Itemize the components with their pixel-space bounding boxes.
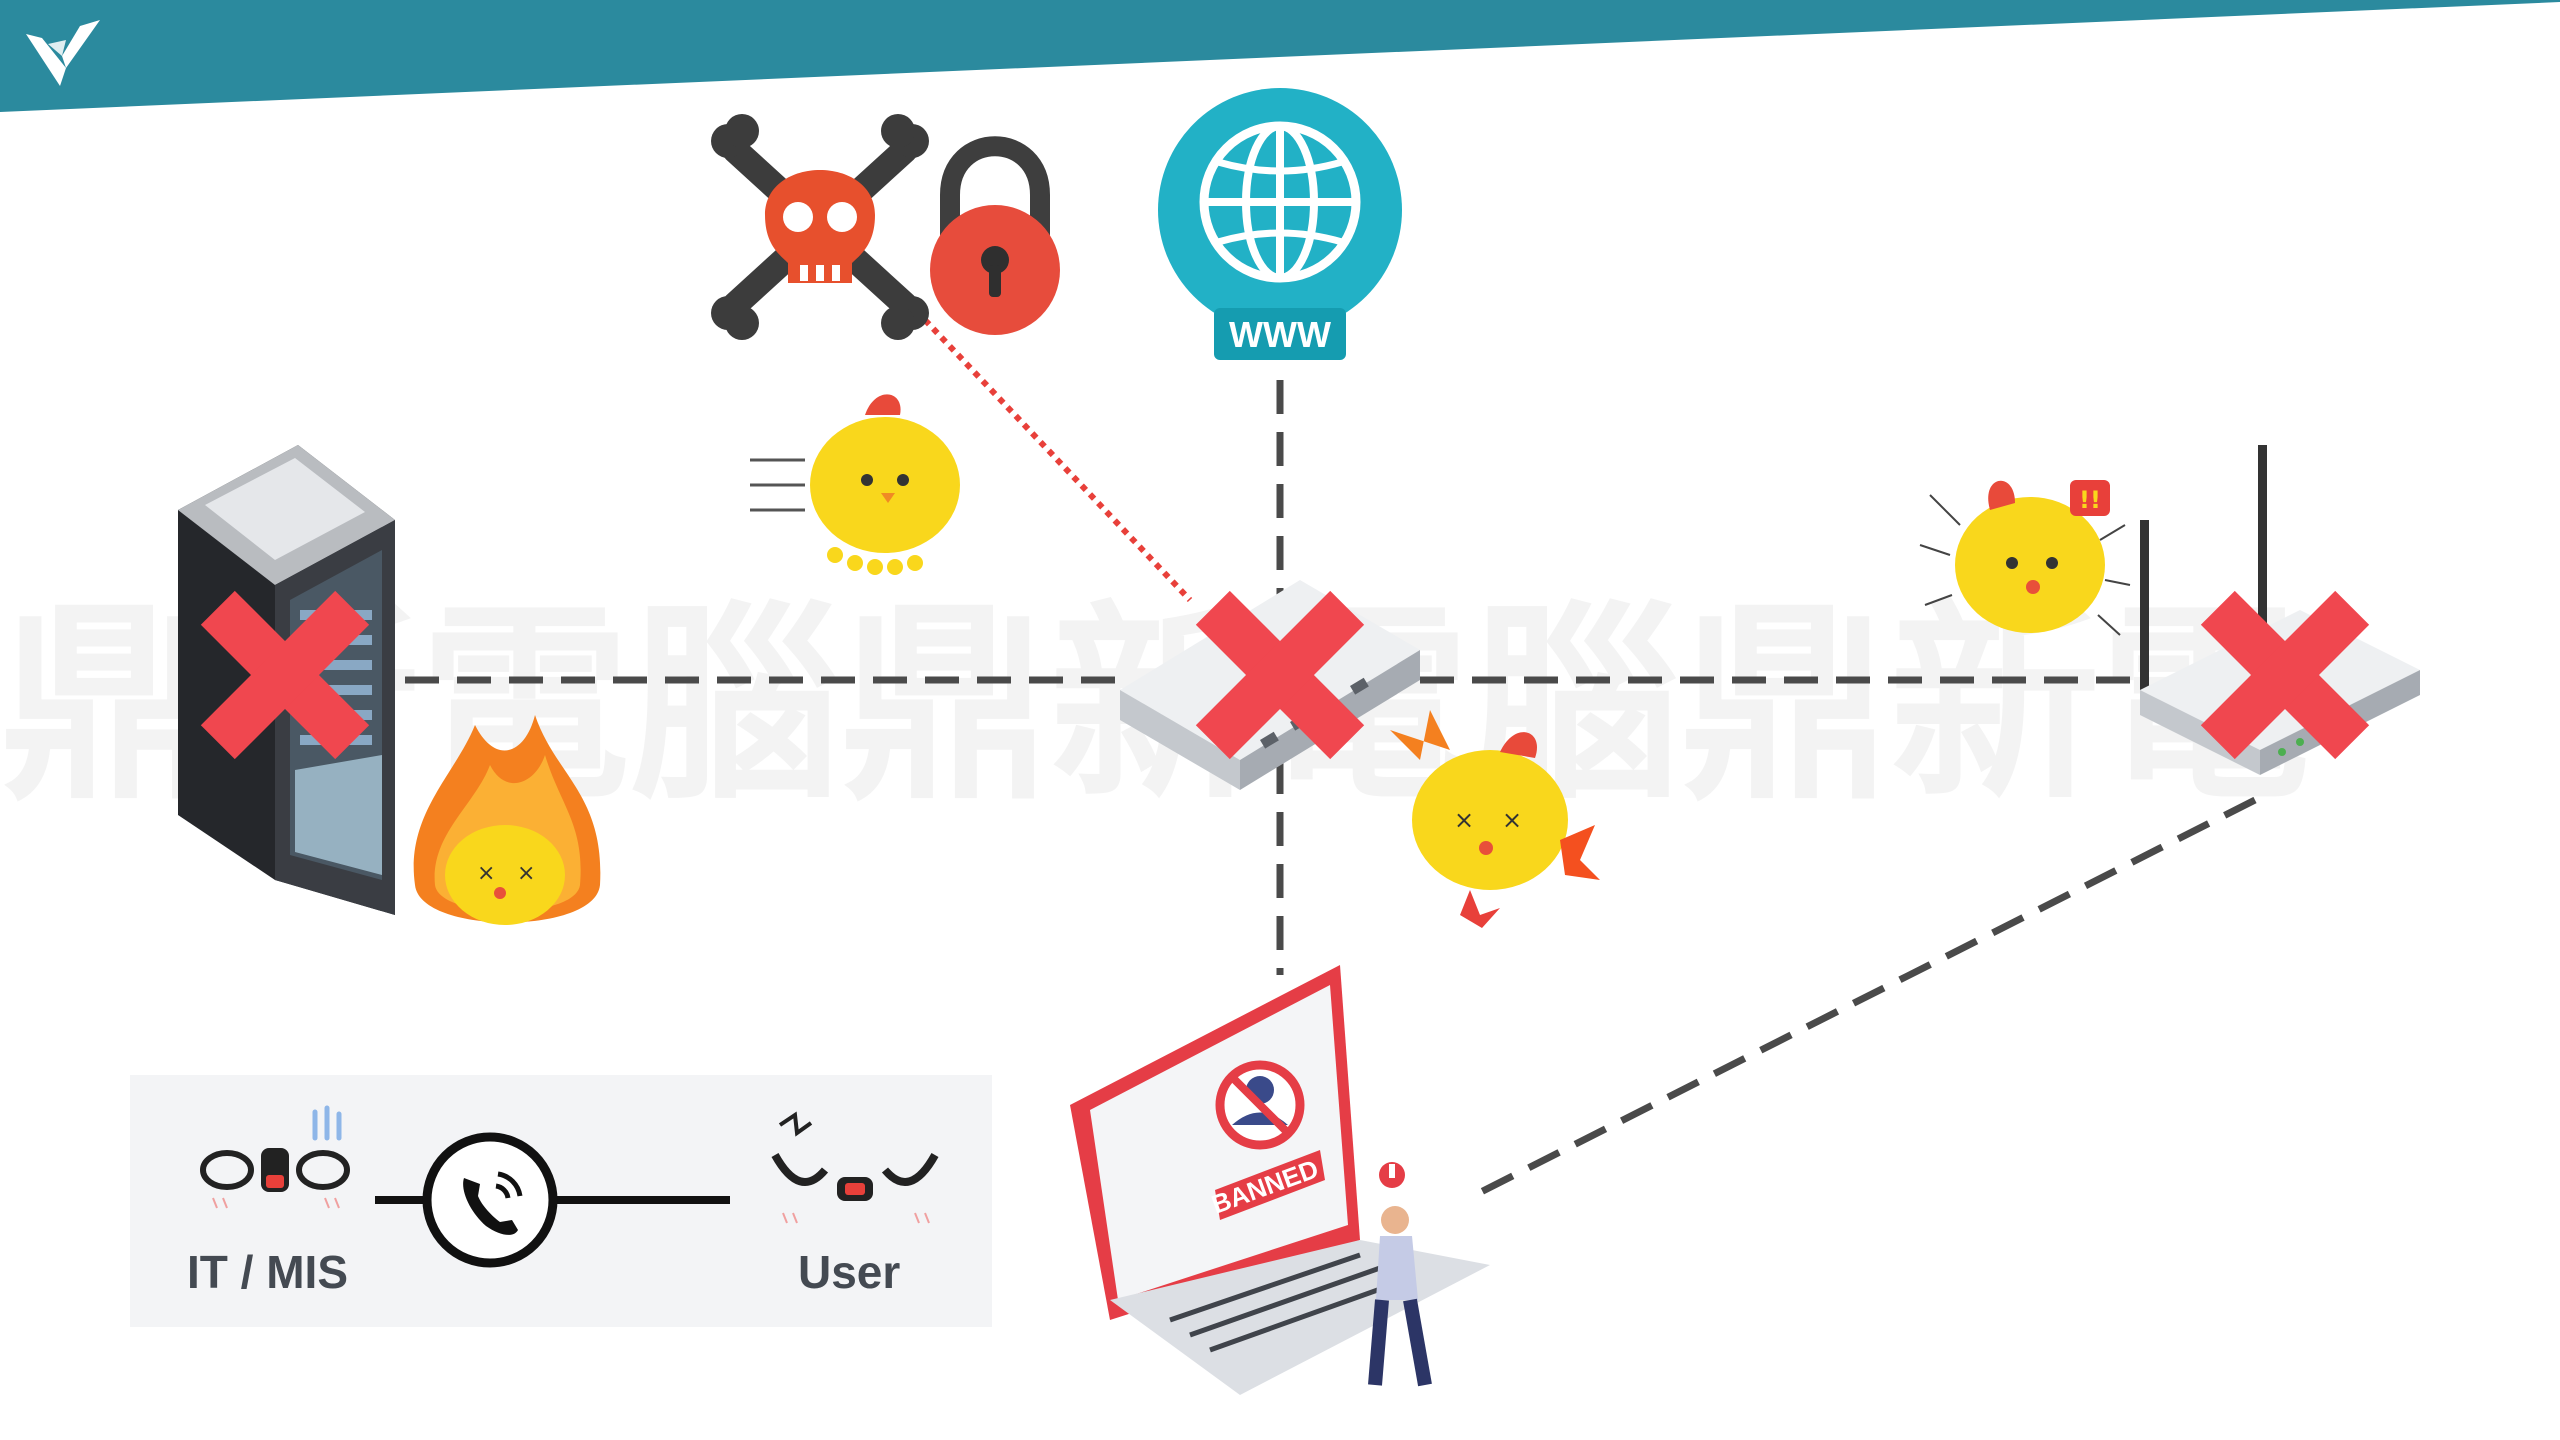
skull-crossbones-icon	[711, 114, 929, 340]
padlock-icon	[930, 136, 1060, 335]
switch-down-x-icon	[1195, 590, 1365, 760]
wifi-router-icon	[2140, 445, 2420, 775]
svg-text:×: ×	[1454, 806, 1474, 834]
svg-text:!!: !!	[2079, 486, 2101, 514]
links	[405, 317, 2257, 1199]
banned-laptop-icon: BANNED	[1070, 965, 1490, 1395]
svg-text:×: ×	[517, 861, 535, 886]
phone-call-icon	[422, 1132, 558, 1268]
www-label: WWW	[1229, 314, 1331, 355]
support-call-panel: IT / MIS User	[130, 1075, 992, 1327]
alarmed-chick-icon: !!	[1919, 480, 2131, 636]
link-attack-switch	[922, 317, 1193, 603]
it-mis-face-icon	[200, 1105, 350, 1209]
svg-text:×: ×	[1502, 806, 1522, 834]
it-mis-label: IT / MIS	[187, 1246, 348, 1298]
server-down-x-icon	[200, 590, 370, 760]
router-down-x-icon	[2200, 590, 2370, 760]
scared-running-chick-icon	[750, 394, 960, 575]
user-label: User	[798, 1246, 901, 1298]
user-angry-face-icon	[771, 1111, 939, 1224]
burning-chick-icon: × ×	[413, 715, 601, 925]
header-band	[0, 0, 2560, 115]
svg-text:×: ×	[477, 861, 495, 886]
link-router-laptop	[1473, 796, 2257, 1199]
dizzy-chick-icon: × ×	[1390, 710, 1600, 928]
brand-logo-icon	[22, 16, 104, 90]
globe-www-icon: WWW	[1158, 88, 1402, 360]
